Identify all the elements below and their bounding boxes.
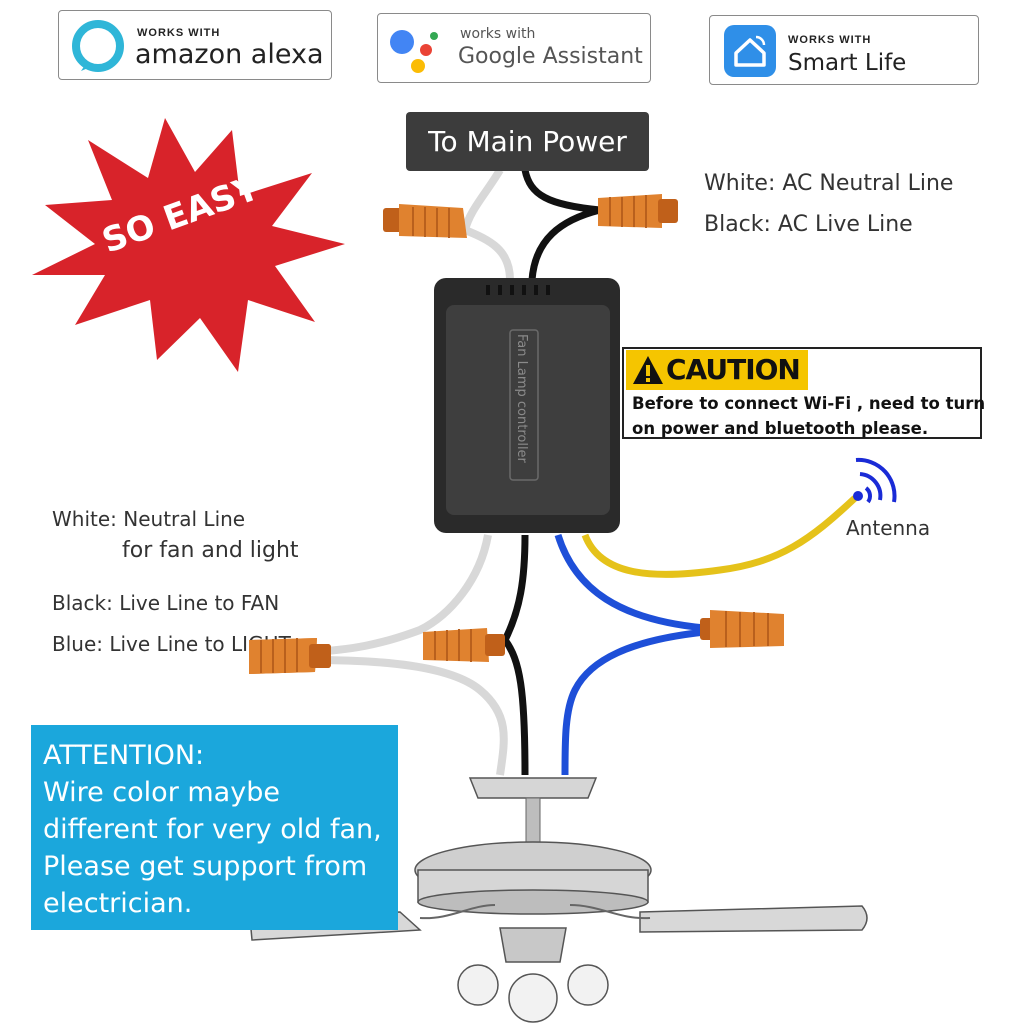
ac-white-wire xyxy=(460,167,514,281)
caution-title: CAUTION xyxy=(666,353,801,386)
smart-life-badge: WORKS WITH Smart Life xyxy=(709,15,979,85)
controller-vents xyxy=(486,285,550,295)
caution-line-1: Before to connect Wi-Fi , need to turn xyxy=(632,394,986,413)
yellow-antenna-wire xyxy=(581,495,858,578)
so-easy-burst xyxy=(32,118,345,372)
wire-connector-top-left xyxy=(383,204,467,238)
smart-life-home-icon xyxy=(724,25,776,77)
wire-connector-black-center xyxy=(423,628,505,662)
warning-triangle-icon xyxy=(633,356,663,384)
attention-line-2: Wire color maybe xyxy=(43,777,280,808)
white-neutral-label: White: Neutral Line xyxy=(52,507,246,531)
alexa-works-with: WORKS WITH xyxy=(137,27,221,39)
attention-text: ATTENTION: Wire color maybe different fo… xyxy=(43,737,382,922)
alexa-brand: amazon alexa xyxy=(135,39,324,70)
antenna-signal-icon xyxy=(853,457,897,504)
wire-connector-blue-right xyxy=(700,610,784,648)
attention-line-5: electrician. xyxy=(43,888,193,919)
fan-blue-wire xyxy=(554,533,706,776)
caution-header: CAUTION xyxy=(626,350,808,390)
black-fan-label: Black: Live Line to FAN xyxy=(52,591,280,615)
attention-line-3: different for very old fan, xyxy=(43,814,382,845)
caution-box: CAUTION Before to connect Wi-Fi , need t… xyxy=(622,347,985,441)
google-works-with: works with xyxy=(460,26,536,42)
caution-line-2: on power and bluetooth please. xyxy=(632,419,929,438)
white-neutral-label-2: for fan and light xyxy=(122,538,299,563)
attention-box: ATTENTION: Wire color maybe different fo… xyxy=(31,725,398,930)
smartlife-brand: Smart Life xyxy=(788,50,907,76)
main-power-label: To Main Power xyxy=(406,112,649,171)
ceiling-fan xyxy=(249,777,868,1023)
attention-line-1: ATTENTION: xyxy=(43,740,205,771)
alexa-ring-icon xyxy=(72,20,124,72)
wire-connector-white-left-overlay xyxy=(249,638,331,674)
caution-message: Before to connect Wi-Fi , need to turn o… xyxy=(632,391,985,441)
alexa-badge: WORKS WITH amazon alexa xyxy=(58,10,332,80)
antenna-label: Antenna xyxy=(846,516,931,540)
ac-black-wire xyxy=(521,169,601,281)
attention-line-4: Please get support from xyxy=(43,851,368,882)
google-assistant-dots-icon xyxy=(390,30,438,73)
ac-neutral-label: White: AC Neutral Line xyxy=(704,171,954,196)
smartlife-works-with: WORKS WITH xyxy=(788,34,872,46)
fan-black-wire xyxy=(500,534,529,776)
controller-label: Fan Lamp controller xyxy=(514,334,529,464)
ac-live-label: Black: AC Live Line xyxy=(704,212,913,237)
google-brand: Google Assistant xyxy=(458,44,643,69)
google-assistant-badge: works with Google Assistant xyxy=(377,13,651,83)
wire-connector-top-right xyxy=(598,194,678,228)
fan-white-wire xyxy=(309,534,508,776)
